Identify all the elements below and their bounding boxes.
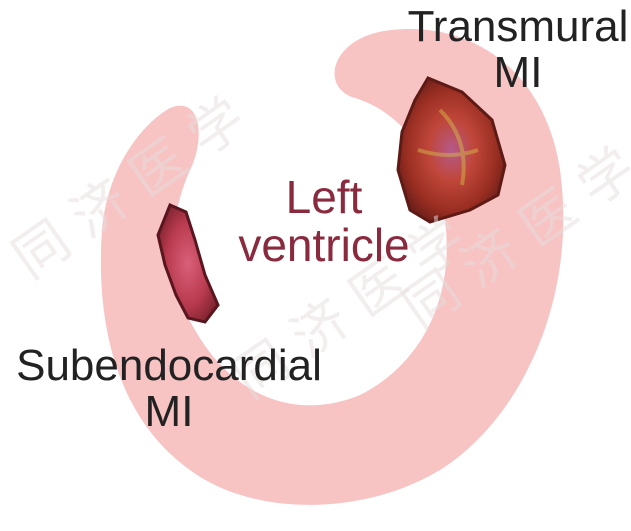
subendocardial-mi-label: Subendocardial MI xyxy=(4,343,334,435)
left-ventricle-label-line1: Left xyxy=(224,173,424,221)
transmural-mi-label-line2: MI xyxy=(405,50,631,96)
left-ventricle-label-line2: ventricle xyxy=(224,221,424,269)
left-ventricle-label: Left ventricle xyxy=(224,173,424,270)
subendocardial-mi-label-line1: Subendocardial xyxy=(4,343,334,389)
transmural-mi-label-line1: Transmural xyxy=(405,4,631,50)
transmural-mi-label: Transmural MI xyxy=(405,4,631,96)
subendocardial-mi-label-line2: MI xyxy=(4,389,334,435)
